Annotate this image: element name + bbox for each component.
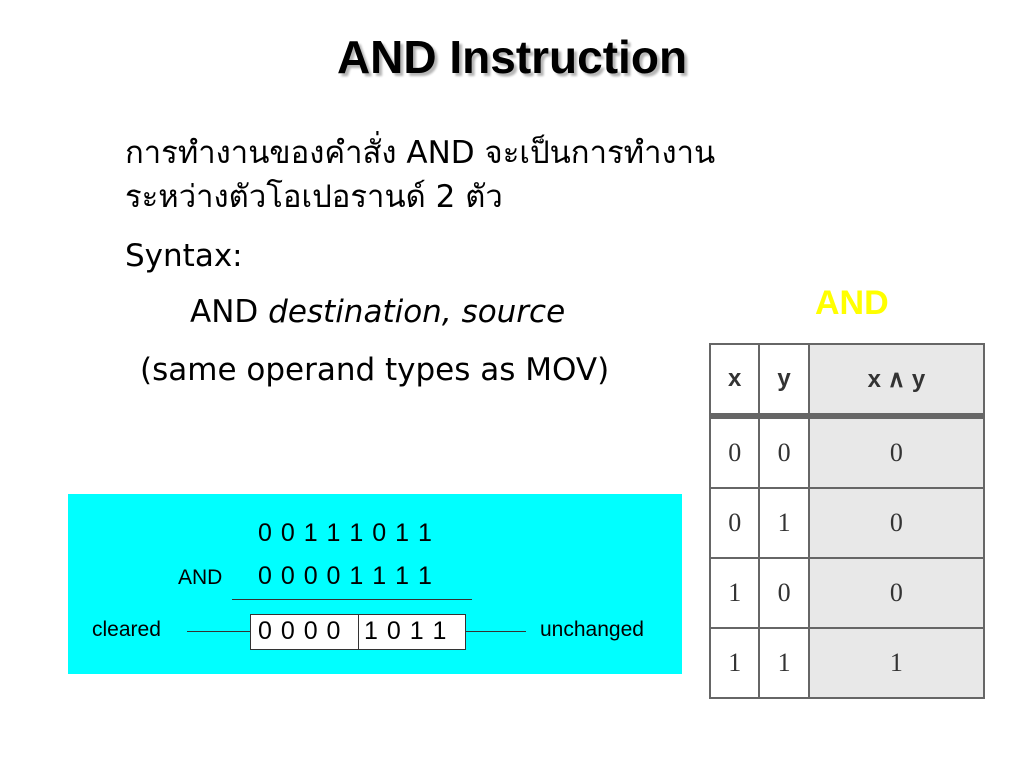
cleared-bits-box [250,614,360,650]
operand-1: 0 0 1 1 1 0 1 1 [258,519,433,547]
cell-y: 0 [758,557,810,629]
sum-line [232,599,472,600]
cell-y: 1 [758,487,810,559]
cell-x: 1 [708,627,761,699]
cleared-label: cleared [92,618,161,641]
unchanged-bits-box [358,614,466,650]
description-line-2: ระหว่างตัวโอเปอรานด์ 2 ตัว [125,179,503,215]
header-x: x [708,343,761,419]
truth-table-title: AND [815,284,889,322]
header-y: y [758,343,810,419]
cell-x: 0 [708,487,761,559]
cell-result: 0 [807,487,986,559]
result-cleared-bits: 0 0 0 0 [258,617,342,645]
syntax-label: Syntax: [125,238,243,274]
table-row: 1 0 0 [708,557,986,629]
table-row: 0 1 0 [708,487,986,559]
cell-result: 1 [807,627,986,699]
unchanged-label: unchanged [540,618,644,641]
operand-2: 0 0 0 0 1 1 1 1 [258,562,433,590]
operator-label: AND [178,566,223,589]
header-result: x ∧ y [807,343,986,419]
truth-table-header-row: x y x ∧ y [708,343,986,419]
cleared-pointer [187,631,250,632]
syntax-operands: destination, source [268,294,566,330]
cell-result: 0 [807,415,986,489]
syntax-line: AND destination, source [190,292,565,332]
table-row: 1 1 1 [708,627,986,699]
cell-y: 1 [758,627,810,699]
cell-x: 0 [708,415,761,489]
cell-x: 1 [708,557,761,629]
syntax-note: (same operand types as MOV) [140,352,610,388]
syntax-keyword: AND [190,294,259,330]
unchanged-pointer [466,631,526,632]
cell-result: 0 [807,557,986,629]
description-line-1: การทำงานของคำสั่ง AND จะเป็นการทำงาน [125,135,716,171]
truth-table: x y x ∧ y 0 0 0 0 1 0 1 0 0 1 1 1 [708,343,986,699]
result-unchanged-bits: 1 0 1 1 [364,617,448,645]
cell-y: 0 [758,415,810,489]
table-row: 0 0 0 [708,415,986,489]
slide-title: AND Instruction [336,31,688,83]
